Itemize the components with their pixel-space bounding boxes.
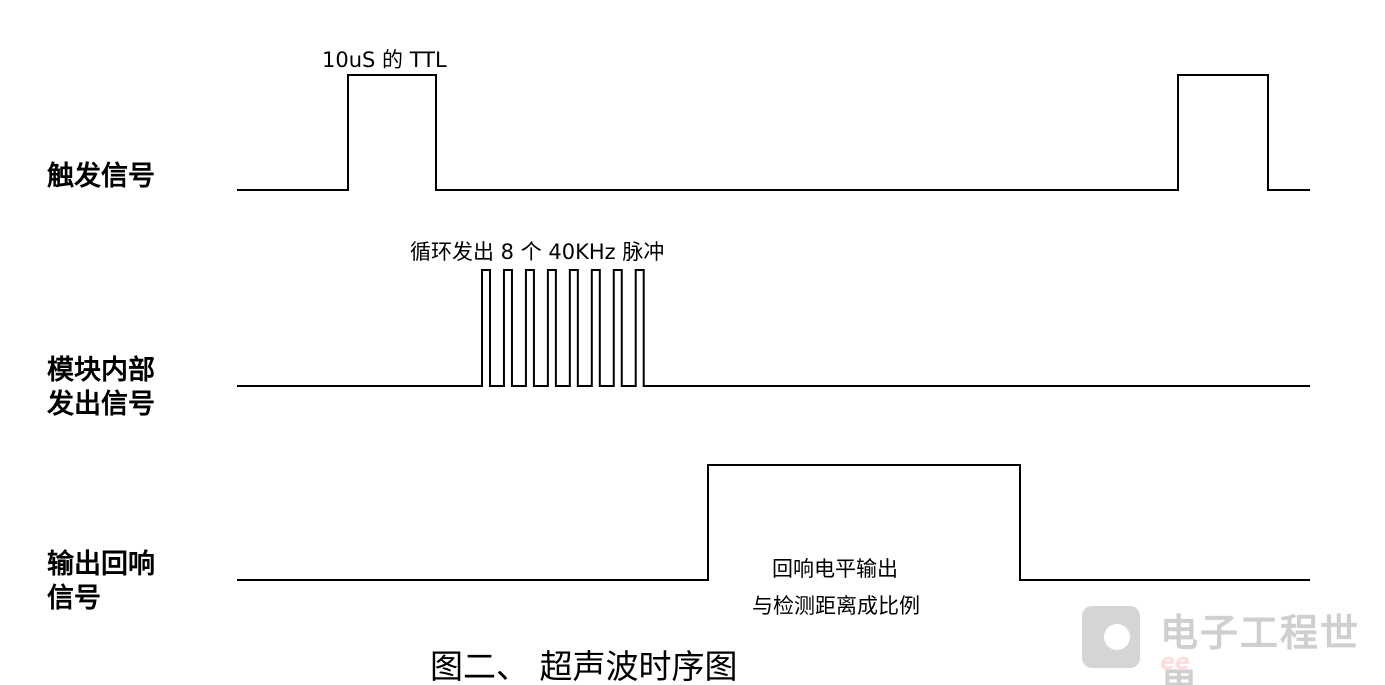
watermark-logo-icon	[1082, 606, 1140, 668]
internal-signal-label: 模块内部 发出信号	[47, 355, 155, 420]
echo-annotation-2: 与检测距离成比例	[752, 594, 920, 618]
echo-label: 输出回响 信号	[47, 549, 155, 614]
burst-waveform	[237, 269, 1310, 387]
trigger-waveform	[237, 74, 1310, 191]
watermark: 电子工程世界 ee	[1070, 598, 1370, 685]
watermark-text: 电子工程世界	[1160, 602, 1370, 685]
echo-annotation-1: 回响电平输出	[772, 557, 898, 581]
diagram-caption: 图二、 超声波时序图	[430, 647, 738, 685]
trigger-label: 触发信号	[47, 161, 155, 192]
burst-annotation: 循环发出 8 个 40KHz 脉冲	[410, 240, 665, 264]
trigger-annotation: 10uS 的 TTL	[322, 48, 447, 72]
echo-waveform	[237, 464, 1310, 581]
watermark-sub: ee	[1160, 650, 1190, 675]
